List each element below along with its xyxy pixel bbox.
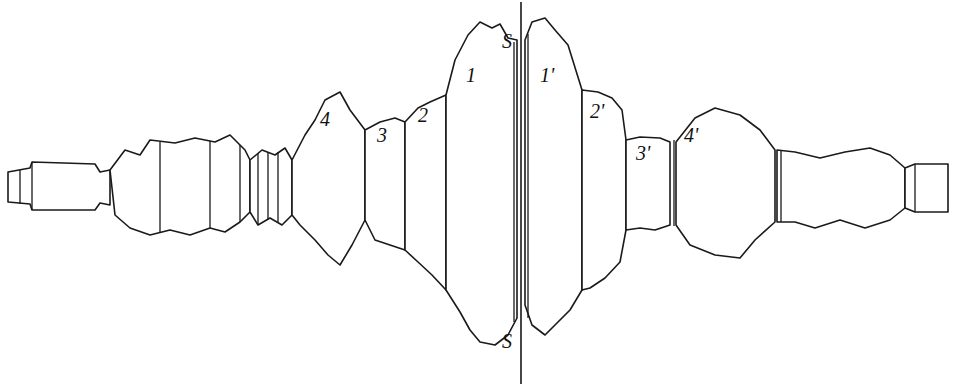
segment-line bbox=[267, 152, 268, 219]
callout-number: 3 bbox=[377, 124, 387, 146]
end-segment bbox=[8, 162, 110, 210]
body-segment bbox=[582, 90, 626, 290]
segment-line bbox=[780, 151, 781, 222]
callout-number: 1 bbox=[466, 64, 476, 86]
body-segment bbox=[777, 148, 905, 228]
body-segment bbox=[446, 22, 517, 345]
section-letter: S bbox=[502, 30, 512, 52]
segment-line bbox=[239, 145, 240, 222]
body-segment bbox=[525, 18, 582, 335]
segment-line bbox=[513, 42, 514, 322]
body-segment bbox=[365, 118, 405, 250]
callout-number: 3' bbox=[636, 142, 650, 164]
body-segment bbox=[405, 95, 446, 290]
callout-number: 4 bbox=[320, 108, 330, 130]
segment-line bbox=[277, 152, 278, 222]
segment-line bbox=[209, 141, 210, 228]
segment-line bbox=[257, 153, 258, 224]
segment-line bbox=[914, 164, 915, 212]
segment-line bbox=[159, 142, 160, 233]
callout-number: 2 bbox=[418, 104, 428, 126]
body-segment bbox=[110, 135, 250, 235]
section-letter: S bbox=[502, 330, 512, 352]
callout-number: 4' bbox=[684, 124, 698, 146]
callout-number: 2' bbox=[590, 100, 604, 122]
body-segment bbox=[250, 148, 292, 225]
symmetry-line bbox=[520, 2, 522, 384]
segment-line bbox=[19, 170, 20, 204]
body-segment bbox=[626, 137, 670, 230]
segment-line bbox=[527, 34, 528, 318]
callout-number: 1' bbox=[540, 64, 554, 86]
segment-line bbox=[673, 140, 674, 226]
body-segment bbox=[292, 92, 365, 265]
end-segment bbox=[905, 164, 948, 212]
segment-line bbox=[31, 163, 32, 210]
body-segment bbox=[676, 108, 775, 258]
